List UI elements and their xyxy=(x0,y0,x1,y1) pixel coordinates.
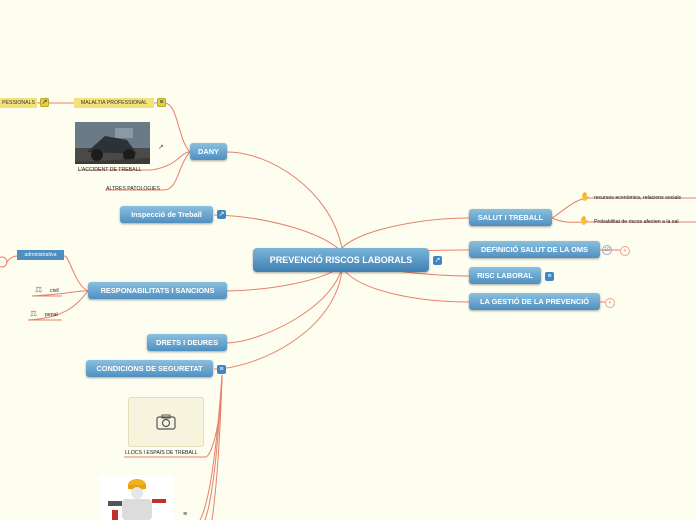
hand-icon-2: ✋ xyxy=(579,216,589,225)
definicio-end-circle[interactable]: + xyxy=(620,246,630,256)
accident-label[interactable]: L'ACCIDENT DE TREBALL xyxy=(78,167,142,173)
risc-note-icon[interactable]: ≡ xyxy=(545,272,554,281)
node-gestio-prevencio[interactable]: LA GESTIÓ DE LA PREVENCIÓ xyxy=(469,293,600,310)
node-definicio-oms[interactable]: DEFINICIÓ SALUT DE LA OMS xyxy=(469,241,600,258)
accident-photo[interactable] xyxy=(75,122,150,164)
link-drets xyxy=(226,267,343,344)
node-salut-i-treball[interactable]: SALUT I TREBALL xyxy=(469,209,552,226)
node-drets-deures[interactable]: DRETS I DEURES xyxy=(147,334,227,351)
link-cond xyxy=(213,269,343,370)
link-dany xyxy=(226,151,343,249)
penal-label[interactable]: penal xyxy=(45,312,58,318)
accident-link-icon[interactable]: ↗ xyxy=(158,144,164,151)
worker-note-icon[interactable]: ≡ xyxy=(183,511,188,518)
node-responsabilitats[interactable]: RESPONABILITATS I SANCIONS xyxy=(88,282,227,299)
node-risc-laboral[interactable]: RISC LABORAL xyxy=(469,267,541,284)
camera-icon xyxy=(156,414,176,430)
node-condicions-seguretat[interactable]: CONDICIONS DE SEGURETAT xyxy=(86,360,213,377)
link-gestio xyxy=(341,267,471,303)
malaltia-professional-label[interactable]: MALALTIA PROFESSIONAL xyxy=(74,98,154,108)
gavel-icon-penal: ⚖ xyxy=(30,309,38,318)
node-inspeccio-treball[interactable]: Inspecció de Treball xyxy=(120,206,213,223)
malaltia-note-icon[interactable]: ≡ xyxy=(157,98,166,107)
salut-child-2[interactable]: Probabilitat de riscos afecten a la sal xyxy=(594,219,679,225)
salut-child-1[interactable]: recursos econòmics, relacions socials xyxy=(594,195,682,201)
central-topic[interactable]: PREVENCIÓ RISCOS LABORALS xyxy=(253,248,429,272)
llocs-image-placeholder[interactable] xyxy=(128,397,204,447)
central-link-icon[interactable]: ↗ xyxy=(433,256,442,265)
civil-label[interactable]: civil xyxy=(50,288,59,294)
malaltia-link-icon[interactable]: ↗ xyxy=(40,98,49,107)
gestio-end-circle[interactable]: + xyxy=(605,298,615,308)
node-dany[interactable]: DANY xyxy=(190,143,227,160)
definicio-badge: 10 xyxy=(602,245,612,255)
inspeccio-link-icon[interactable]: ↗ xyxy=(217,210,226,219)
link-salut xyxy=(341,217,471,249)
malaltia-professionals-label[interactable]: PESSIONALS xyxy=(0,98,37,108)
condicions-note-icon[interactable]: ≡ xyxy=(217,365,226,374)
altres-patologies-label[interactable]: ALTRES PATOLOGIES xyxy=(106,186,160,192)
worker-photo[interactable] xyxy=(100,475,174,520)
llocs-label[interactable]: LLOCS I ESPAIS DE TREBALL xyxy=(125,450,198,456)
link-inspeccio xyxy=(213,214,343,253)
administrativa-label[interactable]: administrativa xyxy=(17,250,64,260)
hand-icon: ✋ xyxy=(580,192,590,201)
gavel-icon-civil: ⚖ xyxy=(35,285,43,294)
